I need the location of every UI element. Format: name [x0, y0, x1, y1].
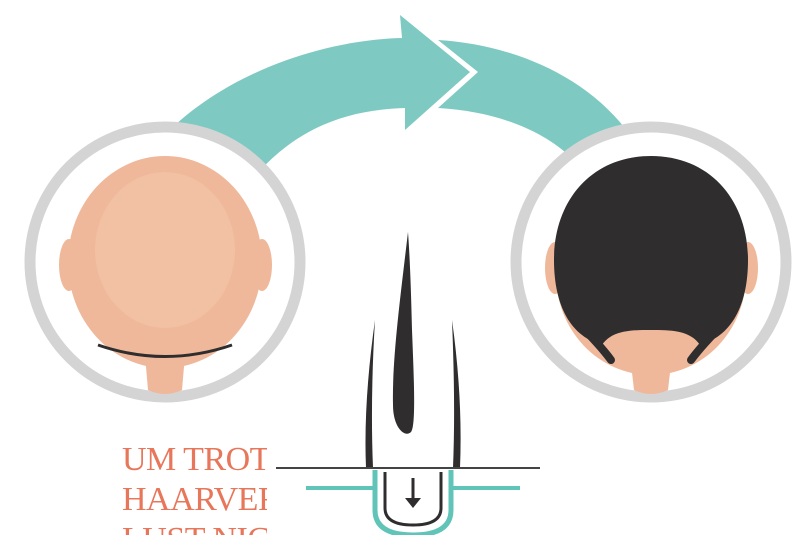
full-hair-head-icon	[516, 127, 786, 397]
caption-line-2: HAARVER-	[122, 480, 267, 520]
caption-text: UM TROTZ HAARVER- LUST NICHT	[122, 440, 267, 535]
caption-line-3: LUST NICHT	[122, 520, 267, 535]
hair-follicle-icon	[276, 232, 540, 535]
bald-head-icon	[30, 127, 300, 397]
caption-line-1: UM TROTZ	[122, 440, 267, 480]
